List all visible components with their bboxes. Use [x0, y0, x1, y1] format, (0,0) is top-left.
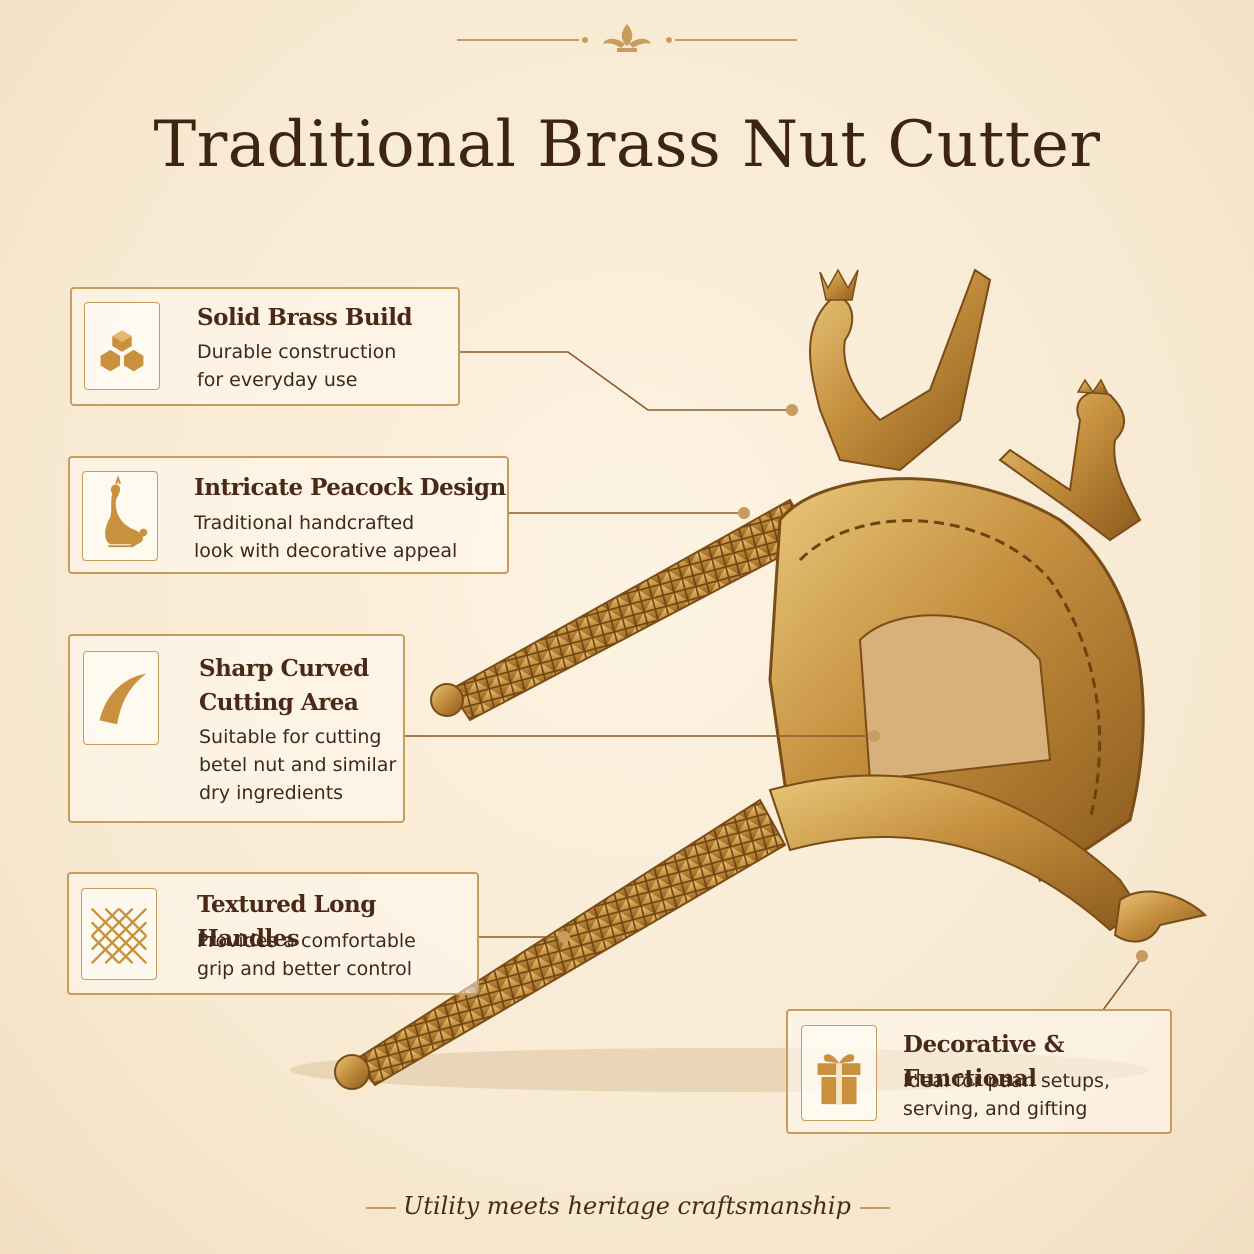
feature-card-cutting-area: Sharp Curved Cutting Area Suitable for c…: [68, 634, 405, 823]
feature-card-solid-brass: Solid Brass Build Durable construction f…: [70, 287, 460, 406]
feature-description: Traditional handcrafted look with decora…: [194, 512, 458, 562]
feature-card-textured-handles: Textured Long Handles Provides a comfort…: [67, 872, 479, 995]
curved-blade-icon: [83, 651, 159, 745]
gift-icon: [801, 1025, 877, 1121]
top-ornament: [457, 24, 797, 52]
brass-blocks-icon: [84, 302, 160, 390]
feature-description: Durable construction for everyday use: [197, 341, 397, 391]
crosshatch-texture-icon: [81, 888, 157, 980]
feature-description: Ideal for paan setups, serving, and gift…: [903, 1070, 1110, 1120]
feature-title: Sharp Curved Cutting Area: [199, 655, 369, 716]
tagline-divider-left: [366, 1207, 396, 1209]
feature-title: Intricate Peacock Design: [194, 474, 506, 501]
tagline-divider-right: [860, 1207, 890, 1209]
feature-description: Provides a comfortable grip and better c…: [197, 930, 416, 980]
feature-description: Suitable for cutting betel nut and simil…: [199, 726, 397, 804]
feature-card-decorative-functional: Decorative & Functional Ideal for paan s…: [786, 1009, 1172, 1134]
tagline: Utility meets heritage craftsmanship: [403, 1192, 851, 1220]
peacock-icon: [82, 471, 158, 561]
feature-title: Textured Long Handles: [197, 891, 376, 952]
feature-card-peacock-design: Intricate Peacock Design Traditional han…: [68, 456, 509, 574]
feature-title: Solid Brass Build: [197, 304, 413, 331]
feature-title: Decorative & Functional: [903, 1031, 1065, 1092]
page-title: Traditional Brass Nut Cutter: [153, 108, 1101, 182]
